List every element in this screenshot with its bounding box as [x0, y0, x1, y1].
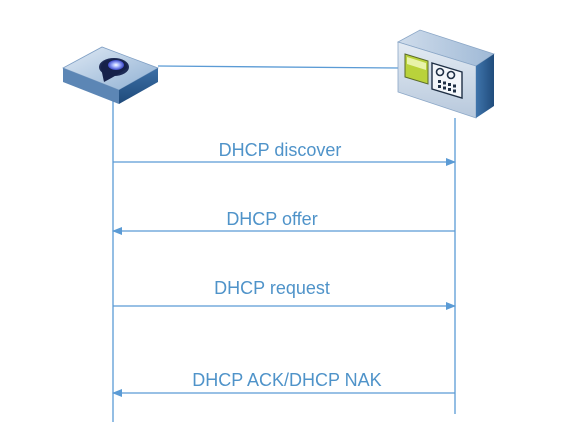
message-label: DHCP discover: [219, 140, 342, 160]
message-label: DHCP ACK/DHCP NAK: [192, 370, 381, 390]
message-ack-nak: DHCP ACK/DHCP NAK: [112, 370, 455, 397]
message-label: DHCP offer: [226, 209, 317, 229]
message-request: DHCP request: [113, 278, 456, 310]
wireless-client-icon: [62, 46, 159, 104]
message-discover: DHCP discover: [113, 140, 456, 166]
network-link: [157, 65, 401, 69]
message-label: DHCP request: [214, 278, 330, 298]
message-offer: DHCP offer: [112, 209, 455, 235]
dhcp-server-icon: [396, 29, 495, 119]
